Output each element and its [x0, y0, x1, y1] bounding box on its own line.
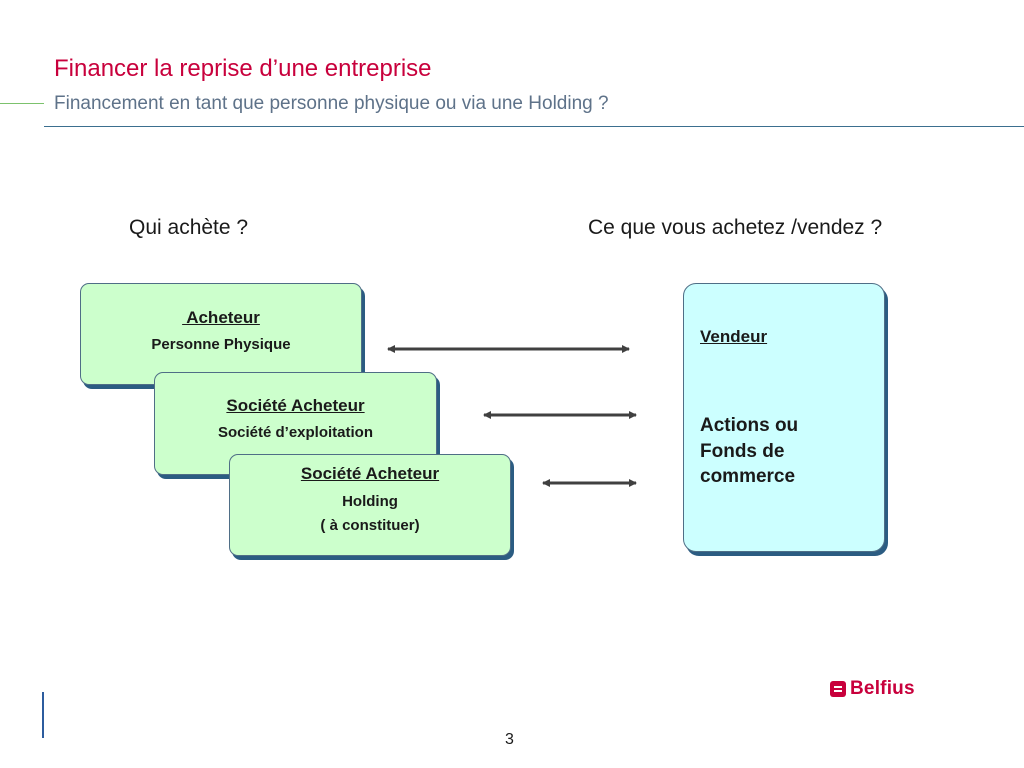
seller-box-body: Actions ou Fonds de commerce [700, 415, 799, 488]
slide-title: Financer la reprise d’une entreprise [54, 55, 432, 82]
belfius-logo: Belfius [830, 676, 915, 702]
belfius-logo-icon [830, 681, 846, 697]
seller-box: Vendeur Actions ou Fonds de commerce [683, 283, 885, 552]
buyer-box-subtitle: Holding [342, 493, 398, 510]
page-number: 3 [505, 731, 514, 748]
footer-accent-bar [42, 692, 44, 738]
belfius-logo-text: Belfius [850, 678, 915, 699]
header-divider [44, 126, 1024, 127]
buyer-box-subtitle: Personne Physique [151, 336, 291, 353]
column-heading-purchase: Ce que vous achetez /vendez ? [588, 216, 883, 239]
title-accent-line [0, 103, 44, 104]
buyer-box-note: ( à constituer) [320, 517, 420, 534]
seller-box-title: Vendeur [700, 327, 768, 346]
buyer-box-holding: Société Acheteur Holding ( à constituer) [229, 454, 511, 556]
buyer-box-title: Société Acheteur [300, 464, 440, 483]
buyer-box-title: Société Acheteur [226, 396, 365, 415]
buyer-box-title: Acheteur [182, 308, 260, 327]
slide-subtitle: Financement en tant que personne physiqu… [54, 93, 609, 114]
buyer-box-subtitle: Société d’exploitation [217, 424, 374, 441]
column-heading-buyer: Qui achète ? [129, 216, 249, 239]
buyer-box-personne-physique: Acheteur Personne Physique [80, 283, 362, 385]
